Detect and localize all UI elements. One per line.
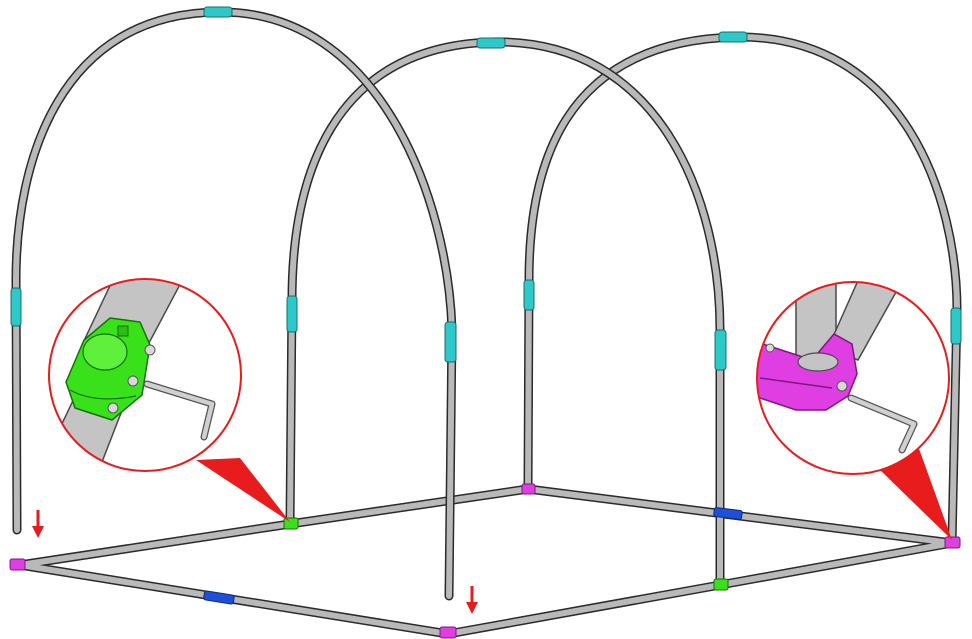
corner-connector (9, 558, 26, 571)
corner-connector-detail (756, 281, 952, 540)
corner-connectors (9, 483, 961, 639)
bolt-icon (127, 375, 139, 387)
tee-connector (713, 578, 729, 591)
corner-connector (521, 483, 536, 495)
arch-top-connector-middle (476, 37, 506, 49)
arch-side-connector (714, 329, 727, 371)
straight-connector-rear (713, 507, 743, 520)
hex-key-icon (847, 394, 918, 454)
arch-side-connector (10, 287, 22, 327)
callout-pointer-right (878, 446, 952, 540)
arch-top-connector-front (203, 6, 233, 18)
straight-connector-front (203, 590, 235, 605)
arch-top-connector-rear (718, 31, 748, 43)
arch-connectors (10, 6, 962, 371)
insert-arrow-front (466, 586, 478, 614)
corner-connector (439, 626, 457, 639)
bolt-icon (144, 344, 156, 356)
corner-connector-closeup (757, 333, 858, 411)
base-frame (15, 484, 957, 639)
tee-connectors (283, 517, 729, 591)
arch-side-connector (286, 295, 298, 333)
arch-side-connector (523, 279, 535, 311)
hex-key-icon (143, 380, 216, 441)
corner-connector (944, 536, 961, 549)
tee-connector-detail (48, 278, 290, 522)
tee-connector (283, 517, 299, 530)
arch-side-connector (950, 307, 962, 345)
tee-connector-closeup (65, 317, 156, 421)
straight-connectors (203, 507, 743, 605)
bolt-icon (836, 380, 848, 392)
insert-arrow-left (32, 510, 44, 538)
arch-side-connector (444, 321, 457, 363)
callout-pointer-left (196, 458, 290, 522)
bolt-icon (107, 402, 119, 414)
